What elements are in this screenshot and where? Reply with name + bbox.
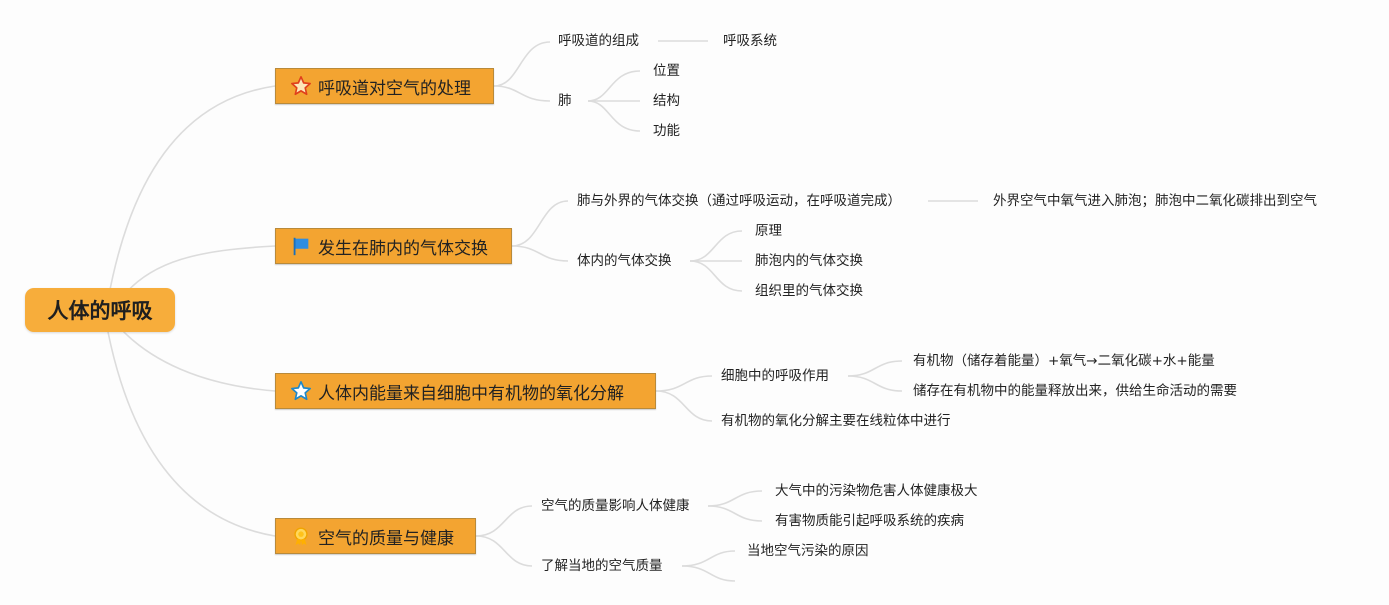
branch-label: 发生在肺内的气体交换 [318, 238, 488, 259]
branch-gas-exchange[interactable]: 发生在肺内的气体交换 [275, 228, 512, 264]
node-local-air-quality[interactable]: 了解当地的空气质量 [541, 558, 663, 574]
root-node[interactable]: 人体的呼吸 [25, 288, 175, 332]
node-respiratory-disease[interactable]: 有害物质能引起呼吸系统的疾病 [775, 513, 964, 529]
branch-label: 人体内能量来自细胞中有机物的氧化分解 [318, 383, 624, 404]
medal-icon [290, 525, 312, 547]
branch-label: 空气的质量与健康 [318, 528, 454, 549]
flag-icon [290, 235, 312, 257]
node-lung-position[interactable]: 位置 [653, 63, 680, 79]
node-airway-composition[interactable]: 呼吸道的组成 [558, 33, 639, 49]
node-alveolar-exchange[interactable]: 肺泡内的气体交换 [755, 253, 863, 269]
star-outline-icon [290, 75, 312, 97]
root-label: 人体的呼吸 [47, 299, 153, 323]
branch-respiratory-tract[interactable]: 呼吸道对空气的处理 [275, 68, 494, 104]
node-cell-respiration[interactable]: 细胞中的呼吸作用 [721, 368, 829, 384]
star-icon [290, 380, 312, 402]
node-lung-structure[interactable]: 结构 [653, 93, 680, 109]
node-mitochondria[interactable]: 有机物的氧化分解主要在线粒体中进行 [721, 413, 951, 429]
node-principle[interactable]: 原理 [755, 223, 782, 239]
node-pollutant-harm[interactable]: 大气中的污染物危害人体健康极大 [775, 483, 978, 499]
node-lung-function[interactable]: 功能 [653, 123, 680, 139]
branch-air-quality[interactable]: 空气的质量与健康 [275, 518, 476, 554]
node-lung[interactable]: 肺 [558, 93, 572, 109]
node-energy-release[interactable]: 储存在有机物中的能量释放出来，供给生命活动的需要 [913, 383, 1237, 399]
node-lung-external-exchange[interactable]: 肺与外界的气体交换（通过呼吸运动，在呼吸道完成） [577, 193, 901, 209]
node-tissue-exchange[interactable]: 组织里的气体交换 [755, 283, 863, 299]
node-air-quality-health[interactable]: 空气的质量影响人体健康 [541, 498, 690, 514]
branch-label: 呼吸道对空气的处理 [318, 78, 471, 99]
node-internal-exchange[interactable]: 体内的气体交换 [577, 253, 672, 269]
node-respiration-equation[interactable]: 有机物（储存着能量）+氧气→二氧化碳+水+能量 [913, 353, 1215, 369]
node-local-pollution-cause[interactable]: 当地空气污染的原因 [747, 543, 869, 559]
node-oxygen-co2-flow[interactable]: 外界空气中氧气进入肺泡；肺泡中二氧化碳排出到空气 [993, 193, 1317, 209]
branch-energy-source[interactable]: 人体内能量来自细胞中有机物的氧化分解 [275, 373, 656, 409]
node-respiratory-system[interactable]: 呼吸系统 [723, 33, 777, 49]
